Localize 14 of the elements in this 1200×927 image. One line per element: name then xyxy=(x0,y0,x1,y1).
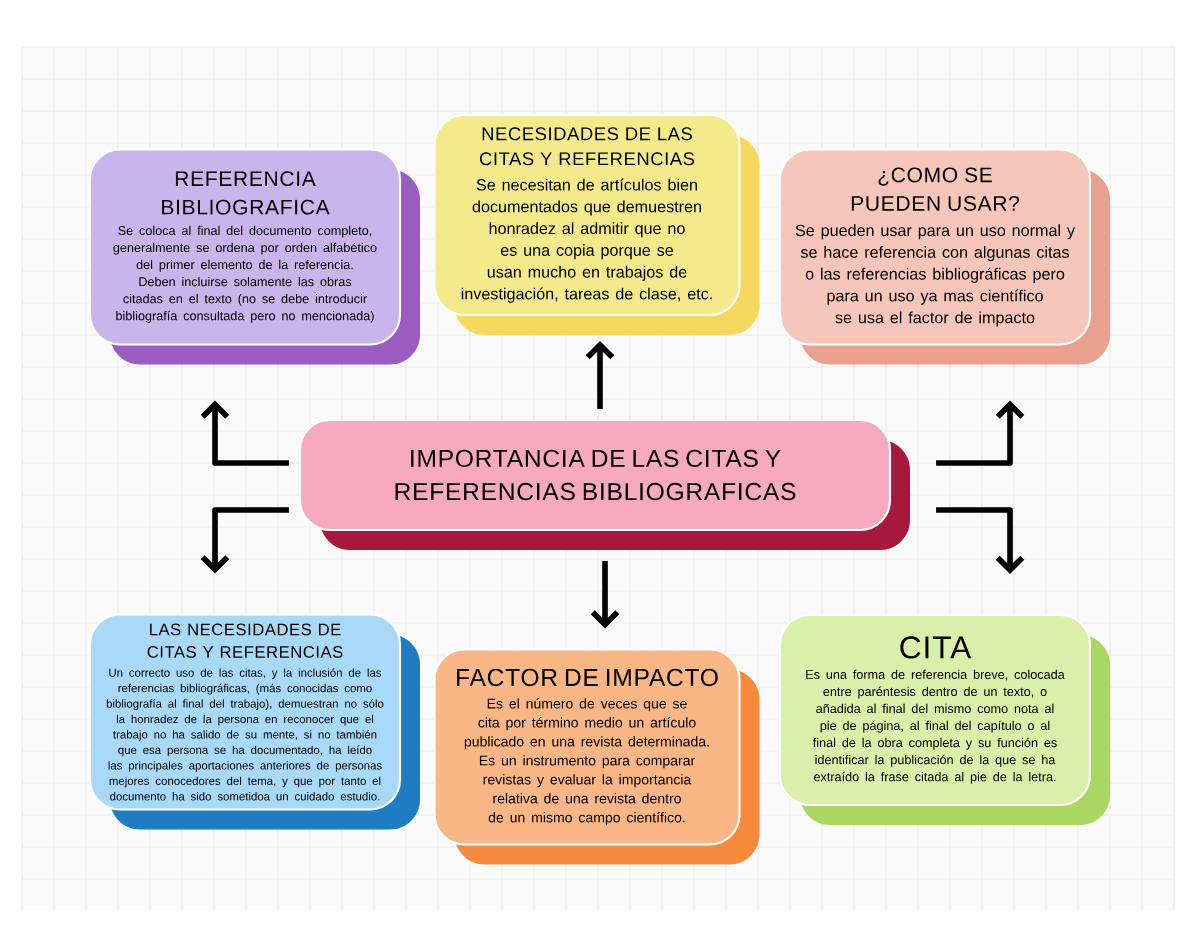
topic-card: CITA Es una forma de referencia breve, colocada entre paréntesis dentro de un texto, o añadida al final del mismo como nota al pie de página, al final del capítulo o al final de la obra completa y su función es identificar la publicación de la que se ha extraído la frase citada al pie de la letra. xyxy=(778,613,1110,825)
topic-card: REFERENCIA BIBLIOGRAFICA Se coloca al final del documento completo, generalmente se ordena por orden alfabético del primer elemento de la referencia. Deben incluirse solamente las obras citadas en el texto (no se debe introducir bibliografía consultada pero no mencionada) xyxy=(88,148,420,365)
node-label: LAS NECESIDADES DE xyxy=(150,623,341,636)
arrow xyxy=(200,400,289,466)
arrow xyxy=(936,507,1025,574)
arrow xyxy=(936,400,1025,466)
arrow xyxy=(585,341,615,409)
arrow xyxy=(590,561,620,629)
topic-card: FACTOR DE IMPACTO Es el número de veces que se cita por término medio un artículo publicado en una revista determinada. Es un instrumento para comparar revistas y evaluar la importancia relativa de una revista dentro de un mismo campo científico. xyxy=(433,648,760,865)
topic-card: LAS NECESIDADES DE CITAS Y REFERENCIAS Un correcto uso de las citas, y la inclusión de las referencias bibliográficas, (más conocidas como bibliografía al final del trabajo), demuestran no sólo la honradez de la persona en reconocer que el trabajo no ha salido de su mente, si no también que esa persona se ha documentado, ha leído las principales aportaciones anteriores de personas mejores conocedores del tema, y que por tanto el documento ha sido sometidoa un cuidado estudio. xyxy=(88,613,420,830)
topic-card: IMPORTANCIA DE LAS CITAS Y REFERENCIAS BIBLIOGRAFICAS xyxy=(298,418,910,550)
topic-card: ¿COMO SE PUEDEN USAR? Se pueden usar para un uso normal y se hace referencia con algunas citas o las referencias bibliográficas pero para un uso ya mas científico se usa el factor de impacto xyxy=(778,148,1110,365)
topic-card: NECESIDADES DE LAS CITAS Y REFERENCIAS Se necesitan de artículos bien documentados que demuestren honradez al admitir que no es una copia porque se usan mucho en trabajos de investigación, tareas de clase, etc. xyxy=(433,113,760,335)
arrow xyxy=(200,507,289,574)
